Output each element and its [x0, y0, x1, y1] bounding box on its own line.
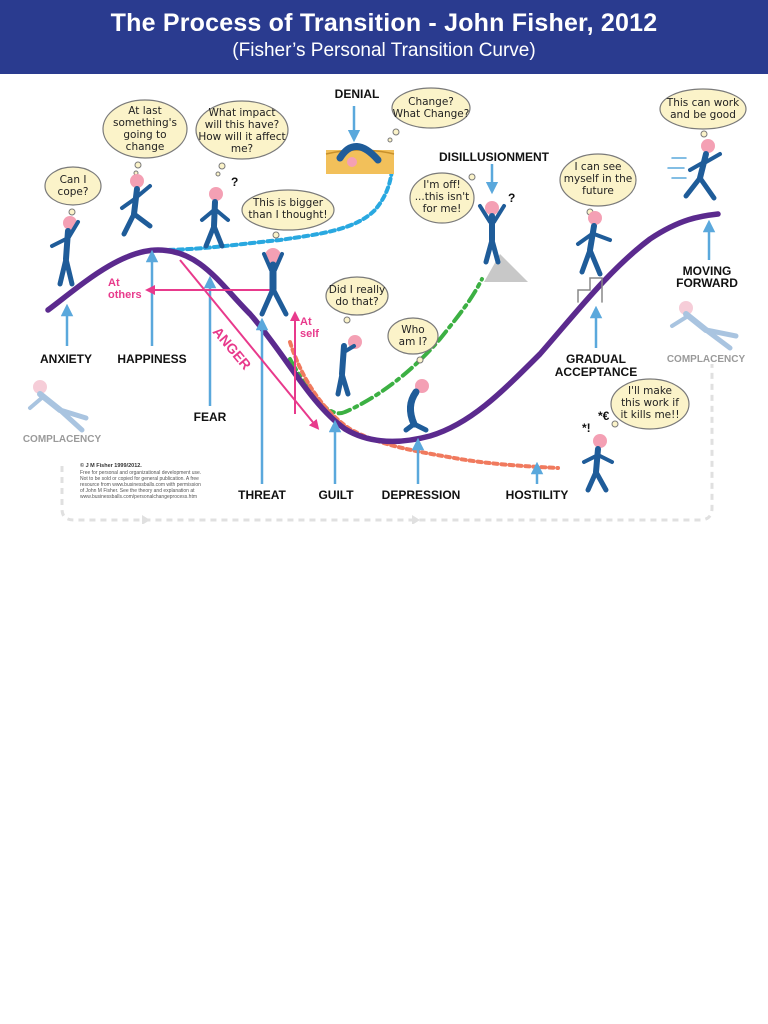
- label-at-others-2: others: [108, 289, 142, 301]
- label-depression: DEPRESSION: [382, 488, 461, 502]
- figure-complacency-left: [28, 380, 89, 433]
- svg-text:for me!: for me!: [423, 203, 462, 215]
- svg-text:me?: me?: [231, 143, 253, 155]
- svg-text:Did I really: Did I really: [329, 284, 385, 296]
- bubble-what-impact: What impact will this have? How will it …: [195, 100, 289, 177]
- denial-path: [158, 168, 394, 252]
- bubble-change: Change? What Change?: [387, 87, 471, 143]
- svg-text:*€: *€: [598, 409, 610, 423]
- copyright-notice: © J M Fisher 1999/2012. Free for persona…: [80, 462, 201, 500]
- label-fear: FEAR: [194, 410, 227, 424]
- figure-gradual-acceptance: [576, 211, 612, 303]
- label-gradual: GRADUAL: [566, 352, 626, 366]
- label-forward: FORWARD: [676, 276, 738, 290]
- bubble-im-off: I'm off! ...this isn't for me!: [409, 172, 476, 224]
- svg-text:What impact: What impact: [208, 107, 275, 119]
- svg-text:cope?: cope?: [58, 186, 89, 198]
- figure-happiness: [120, 174, 153, 237]
- svg-text:than I thought!: than I thought!: [248, 209, 327, 221]
- transition-curve: [45, 211, 721, 445]
- header-banner: The Process of Transition - John Fisher,…: [0, 0, 768, 74]
- label-hostility: HOSTILITY: [506, 488, 569, 502]
- figure-fear: ?: [200, 175, 238, 249]
- svg-text:future: future: [582, 185, 614, 197]
- bubble-can-i-cope: Can I cope?: [44, 166, 102, 223]
- svg-text:Change?: Change?: [408, 96, 454, 108]
- anger-main-arrow: [179, 259, 320, 430]
- label-happiness: HAPPINESS: [117, 352, 186, 366]
- figure-complacency-right: [670, 301, 739, 351]
- svg-text:of John M Fisher. See the theo: of John M Fisher. See the theory and exp…: [80, 488, 195, 494]
- label-at-self-2: self: [300, 328, 319, 340]
- bubble-bigger: This is bigger than I thought!: [241, 189, 335, 239]
- svg-text:Not to be sold or copied for g: Not to be sold or copied for general pub…: [80, 476, 199, 482]
- loop-arrow-head-2: [142, 515, 150, 524]
- loop-arrow-head: [412, 515, 420, 524]
- label-denial: DENIAL: [335, 87, 380, 101]
- svg-text:will this have?: will this have?: [205, 119, 280, 131]
- svg-text:© J M Fisher 1999/2012.: © J M Fisher 1999/2012.: [80, 462, 142, 469]
- svg-text:At last: At last: [128, 105, 161, 117]
- svg-text:Free for personal and organiza: Free for personal and organizational dev…: [80, 470, 201, 476]
- label-anger: ANGER: [210, 324, 255, 373]
- svg-text:*!: *!: [582, 421, 591, 435]
- svg-text:www.businessballs.com/personal: www.businessballs.com/personalchangeproc…: [80, 494, 197, 500]
- label-acceptance: ACCEPTANCE: [555, 365, 637, 379]
- svg-text:am I?: am I?: [399, 336, 428, 348]
- svg-text:I'll make: I'll make: [628, 385, 672, 397]
- label-at-others-1: At: [108, 277, 120, 289]
- bubble-did-i: Did I really do that?: [325, 276, 389, 324]
- svg-text:?: ?: [508, 191, 515, 205]
- label-disillusionment: DISILLUSIONMENT: [439, 150, 550, 164]
- label-anxiety: ANXIETY: [40, 352, 92, 366]
- svg-text:What Change?: What Change?: [393, 108, 470, 120]
- svg-text:going to: going to: [123, 129, 166, 141]
- figure-moving-forward: [667, 139, 722, 201]
- svg-text:do that?: do that?: [335, 296, 378, 308]
- bubble-can-work: This can work and be good: [659, 88, 747, 138]
- label-guilt: GUILT: [318, 488, 354, 502]
- svg-text:I'm off!: I'm off!: [423, 179, 460, 191]
- label-at-self-1: At: [300, 316, 312, 328]
- complacency-loop: [60, 364, 714, 522]
- svg-text:myself in the: myself in the: [564, 173, 632, 185]
- hostility-path: [288, 340, 560, 470]
- svg-text:Who: Who: [401, 324, 424, 336]
- svg-text:it kills me!!: it kills me!!: [620, 409, 679, 421]
- svg-text:change: change: [126, 141, 165, 153]
- svg-text:Can I: Can I: [60, 174, 87, 186]
- label-moving: MOVING: [683, 264, 732, 278]
- page-subtitle: (Fisher’s Personal Transition Curve): [232, 40, 536, 61]
- label-complacency-right: COMPLACENCY: [667, 354, 746, 365]
- svg-text:How will it affect: How will it affect: [198, 131, 285, 143]
- svg-text:this work if: this work if: [621, 397, 679, 409]
- transition-curve-diagram: ANXIETY HAPPINESS FEAR THREAT GUILT DEPR…: [23, 87, 747, 524]
- page-title: The Process of Transition - John Fisher,…: [110, 9, 658, 37]
- svg-text:something's: something's: [113, 117, 177, 129]
- bubble-make-work: I'll make this work if it kills me!!: [610, 378, 690, 430]
- figure-guilt: [335, 335, 362, 397]
- svg-text:This can work: This can work: [666, 97, 740, 109]
- svg-text:I can see: I can see: [574, 161, 621, 173]
- bubble-can-see: I can see myself in the future: [559, 153, 637, 216]
- label-complacency-left: COMPLACENCY: [23, 434, 102, 445]
- figure-anxiety: [50, 216, 80, 287]
- figure-depression: [403, 379, 429, 433]
- figure-denial: [325, 143, 395, 174]
- svg-text:?: ?: [231, 175, 238, 189]
- svg-text:...this isn't: ...this isn't: [415, 191, 470, 203]
- figure-disillusionment: ?: [478, 191, 528, 282]
- svg-text:resource from www.businessball: resource from www.businessballs.com with…: [80, 482, 201, 488]
- bubble-at-last: At last something's going to change: [102, 99, 188, 176]
- label-threat: THREAT: [238, 488, 286, 502]
- figure-hostility: *! *€: [582, 409, 614, 493]
- figure-threat: [259, 248, 289, 317]
- bubble-who-am-i: Who am I?: [387, 317, 439, 364]
- svg-text:and be good: and be good: [670, 109, 736, 121]
- svg-text:This is bigger: This is bigger: [252, 197, 324, 209]
